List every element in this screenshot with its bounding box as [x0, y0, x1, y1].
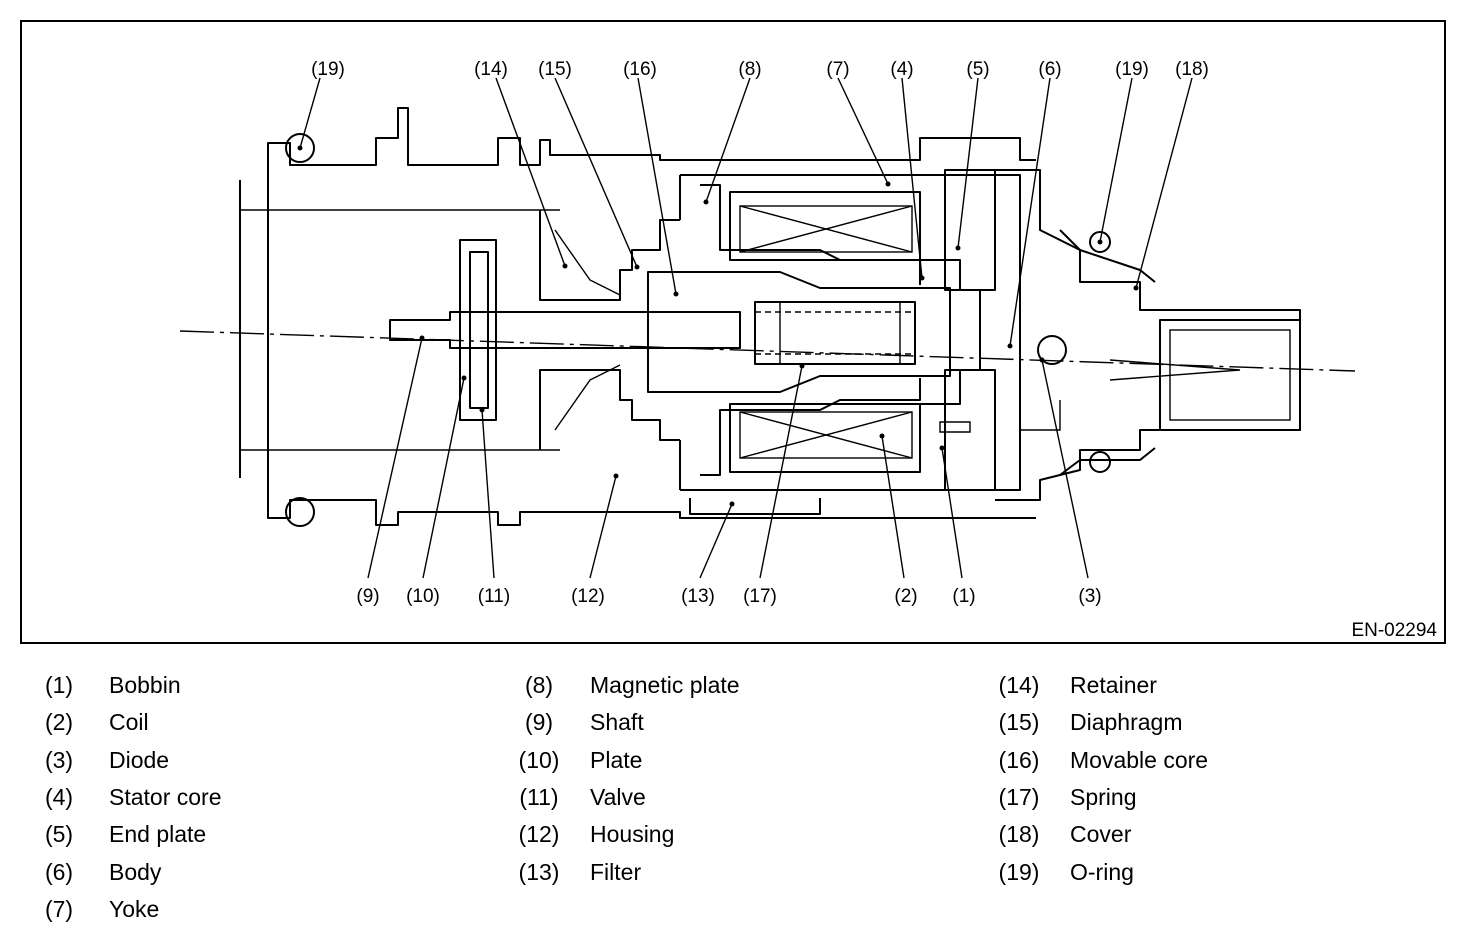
callout-8: (8)	[738, 59, 761, 80]
legend-number: (15)	[998, 709, 1040, 735]
legend-label: Coil	[109, 709, 149, 735]
legend-label: Plate	[590, 747, 643, 773]
legend-label: Stator core	[109, 784, 222, 810]
callout-15: (15)	[538, 59, 572, 80]
legend-number: (4)	[44, 784, 74, 810]
legend-number: (10)	[518, 747, 560, 773]
legend-number: (11)	[519, 784, 559, 810]
callout-3: (3)	[1078, 586, 1101, 607]
callout-10: (10)	[406, 586, 440, 607]
callout-17: (17)	[743, 586, 777, 607]
legend-label: O-ring	[1070, 859, 1134, 885]
callout-9: (9)	[356, 586, 379, 607]
callout-19-right: (19)	[1115, 59, 1149, 80]
callout-2: (2)	[894, 586, 917, 607]
callout-16: (16)	[623, 59, 657, 80]
callout-7: (7)	[826, 59, 849, 80]
callout-4: (4)	[890, 59, 913, 80]
legend-number: (6)	[44, 859, 74, 885]
callout-18: (18)	[1175, 59, 1209, 80]
callouts-top: (19) (14) (15) (16) (8) (7) (4) (5) (6) …	[311, 59, 1209, 80]
legend-label: Cover	[1070, 821, 1132, 847]
legend-number: (9)	[524, 709, 554, 735]
assembly-outline	[239, 107, 1301, 527]
callout-14: (14)	[474, 59, 508, 80]
legend-number: (3)	[44, 747, 74, 773]
callout-6: (6)	[1038, 59, 1061, 80]
legend-label: Shaft	[590, 709, 644, 735]
callout-5: (5)	[966, 59, 989, 80]
legend-label: Body	[109, 859, 162, 885]
legend-number: (12)	[518, 821, 560, 847]
legend-label: Valve	[590, 784, 646, 810]
legend-label: Housing	[590, 821, 675, 847]
legend-label: Movable core	[1070, 747, 1209, 773]
legend-number: (17)	[998, 784, 1040, 810]
callout-11: (11)	[478, 586, 510, 607]
legend-number: (18)	[998, 821, 1040, 847]
legend-number: (16)	[998, 747, 1040, 773]
figure-id: EN-02294	[1351, 620, 1437, 641]
legend-label: Yoke	[109, 896, 160, 922]
callout-1: (1)	[952, 586, 975, 607]
legend-number: (7)	[44, 896, 74, 922]
legend-number: (2)	[44, 709, 74, 735]
leader-lines	[297, 77, 1193, 579]
legend-label: Magnetic plate	[590, 672, 740, 698]
legend-label: End plate	[109, 821, 207, 847]
legend-label: Filter	[590, 859, 642, 885]
legend-number: (14)	[998, 672, 1040, 698]
legend-number: (5)	[44, 821, 74, 847]
legend-number: (13)	[518, 859, 560, 885]
figure-frame	[20, 20, 1446, 644]
callout-13: (13)	[681, 586, 715, 607]
callouts-bottom: (9) (10) (11) (12) (13) (17) (2) (1) (3)	[356, 586, 1101, 607]
legend-label: Spring	[1070, 784, 1137, 810]
callout-12: (12)	[571, 586, 605, 607]
callout-19-left: (19)	[311, 59, 345, 80]
legend-label: Bobbin	[109, 672, 181, 698]
legend-number: (1)	[44, 672, 74, 698]
legend-label: Retainer	[1070, 672, 1157, 698]
legend-number: (8)	[524, 672, 554, 698]
cross-section-diagram: (19) (14) (15) (16) (8) (7) (4) (5) (6) …	[20, 20, 1446, 644]
legend-label: Diode	[109, 747, 170, 773]
parts-legend: (1) Bobbin (2) Coil (3) Diode (4) Stator…	[0, 668, 1472, 936]
legend-label: Diaphragm	[1070, 709, 1183, 735]
legend-number: (19)	[998, 859, 1040, 885]
